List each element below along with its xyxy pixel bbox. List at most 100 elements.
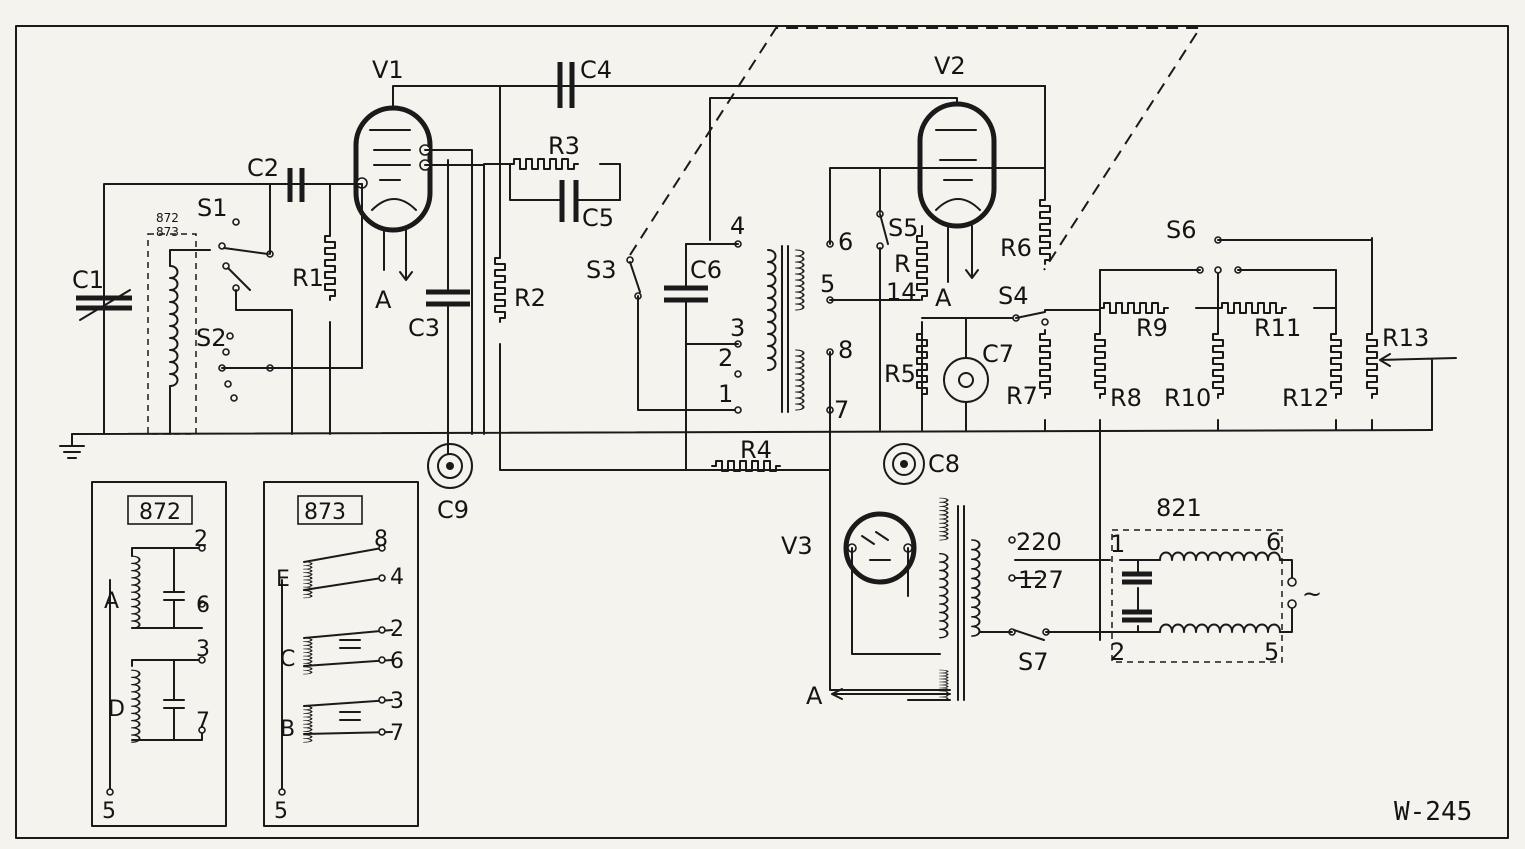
label-v2: V2 (934, 52, 966, 80)
filter-pin-6: 6 (1266, 528, 1281, 556)
label-r6: R6 (1000, 234, 1032, 262)
transformer-pin-6: 6 (838, 228, 853, 256)
resistor-r9 (1099, 302, 1219, 314)
resistor-r6 (1039, 85, 1051, 265)
inset-873-pin-6: 6 (390, 649, 404, 674)
inset-872-title: 872 (139, 500, 181, 525)
label-c8: C8 (928, 450, 960, 478)
inset-873-pin-7: 7 (390, 721, 404, 746)
filter-pin-1: 1 (1110, 530, 1125, 558)
switch-s7 (979, 628, 1121, 641)
inset-873-pin-4: 4 (390, 565, 404, 590)
resistor-r7 (1039, 329, 1051, 431)
gang-link (629, 27, 1202, 271)
label-r10: R10 (1164, 384, 1211, 412)
inset-872-pin-7: 7 (196, 709, 210, 734)
label-r1: R1 (292, 264, 324, 292)
mains-selector (1008, 536, 1111, 582)
switch-s5 (876, 167, 889, 431)
resistor-r8 (1094, 269, 1106, 641)
drawing-code: W-245 (1394, 797, 1472, 827)
inset-873-pin-3: 3 (390, 689, 404, 714)
interstage-transformer (685, 167, 1046, 691)
resistor-r1 (324, 183, 363, 435)
ground-bus (59, 429, 1433, 459)
label-s2: S2 (196, 324, 227, 352)
label-mains-127: 127 (1018, 566, 1064, 594)
capacitor-c9 (427, 443, 473, 489)
label-r8: R8 (1110, 384, 1142, 412)
label-r7: R7 (1006, 382, 1038, 410)
tube-v2 (709, 97, 997, 283)
inset-872-pin-6: 6 (196, 593, 210, 618)
label-r14-b: 14 (886, 278, 917, 306)
transformer-pin-8: 8 (838, 336, 853, 364)
tube-v3 (843, 511, 941, 655)
resistor-r2 (494, 85, 831, 471)
inset-873-coil-e: E (276, 567, 290, 592)
label-c2: C2 (247, 154, 279, 182)
label-s3: S3 (586, 256, 617, 284)
label-v1: V1 (372, 56, 404, 84)
label-r2: R2 (514, 284, 546, 312)
label-s4: S4 (998, 282, 1029, 310)
resistor-r14 (916, 225, 928, 431)
label-a-v3: A (806, 682, 823, 710)
switch-s4 (1012, 309, 1101, 326)
inset-872-pin-3: 3 (196, 637, 210, 662)
label-r14-a: R (894, 250, 911, 278)
label-r3: R3 (548, 132, 580, 160)
label-mains-220: 220 (1016, 528, 1062, 556)
label-c7: C7 (982, 340, 1014, 368)
outer-frame (15, 25, 1509, 839)
label-s6: S6 (1166, 216, 1197, 244)
label-r13: R13 (1382, 324, 1429, 352)
switch-s1 (218, 183, 293, 435)
switch-s6 (1099, 236, 1373, 274)
capacitor-c2 (287, 168, 305, 202)
filter-821-title: 821 (1156, 494, 1202, 522)
label-v3: V3 (781, 532, 813, 560)
resistor-r10 (1212, 269, 1224, 431)
resistor-r13 (1366, 237, 1457, 431)
label-a-v1: A (375, 286, 392, 314)
transformer-pin-2: 2 (718, 344, 733, 372)
label-s5: S5 (888, 214, 919, 242)
label-r11: R11 (1254, 314, 1301, 342)
label-c1: C1 (72, 266, 104, 294)
inset-873-coil-b: B (280, 717, 295, 742)
label-a-v2: A (935, 284, 952, 312)
label-r5: R5 (884, 360, 916, 388)
resistor-r3 (483, 158, 621, 201)
capacitor-c6 (664, 243, 708, 471)
transformer-pin-5: 5 (820, 270, 835, 298)
mains-ac-symbol: ~ (1302, 580, 1322, 608)
inset-873-title: 873 (304, 500, 346, 525)
inset-872-coil-d: D (108, 697, 125, 722)
inset-873 (263, 481, 419, 827)
inset-872-pin-5: 5 (102, 799, 116, 824)
tube-v1 (353, 85, 1046, 281)
resistor-r12 (1330, 269, 1342, 431)
label-r9: R9 (1136, 314, 1168, 342)
label-c3: C3 (408, 314, 440, 342)
capacitor-c8 (883, 443, 925, 485)
capacitor-c5 (509, 163, 621, 222)
label-r4: R4 (740, 436, 772, 464)
label-c9: C9 (437, 496, 469, 524)
resistor-r5 (916, 317, 1017, 399)
switch-s3 (626, 256, 739, 411)
transformer-pin-4: 4 (730, 212, 745, 240)
inset-873-pin-8: 8 (374, 527, 388, 552)
label-s7: S7 (1018, 648, 1049, 676)
inset-872-coil-a: A (104, 589, 119, 614)
inset-872 (91, 481, 227, 827)
label-c6: C6 (690, 256, 722, 284)
capacitor-c4 (557, 62, 575, 108)
capacitor-c3 (426, 159, 470, 455)
inset-873-pin-2: 2 (390, 617, 404, 642)
inset-872-pin-2: 2 (194, 527, 208, 552)
filter-821 (1111, 529, 1297, 663)
transformer-pin-3: 3 (730, 314, 745, 342)
